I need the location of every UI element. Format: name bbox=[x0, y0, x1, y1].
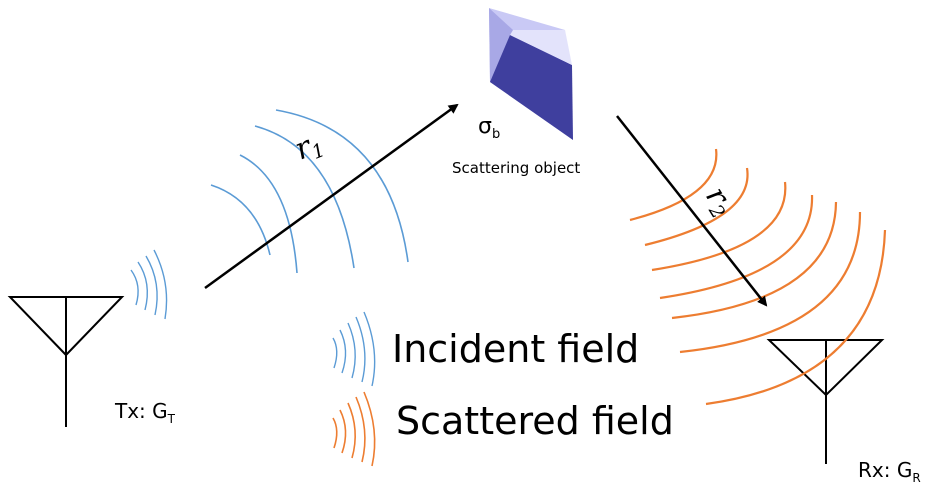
tx-label: Tx: GT bbox=[114, 399, 176, 426]
legend-incident-label: Incident field bbox=[392, 327, 639, 371]
scattering-object-label: Scattering object bbox=[452, 159, 580, 177]
sigma-label: σb bbox=[478, 114, 500, 142]
tx-small-waves bbox=[130, 249, 168, 320]
scattering-object-shape bbox=[489, 8, 573, 140]
rx-antenna-icon bbox=[766, 339, 885, 464]
r1-arrow bbox=[204, 103, 459, 290]
legend-incident-icon bbox=[332, 311, 376, 387]
legend-scattered-label: Scattered field bbox=[396, 399, 674, 443]
r1-label: r1 bbox=[290, 125, 328, 169]
r2-arrow bbox=[616, 115, 768, 307]
r2-label: r2 bbox=[697, 181, 742, 223]
rx-label: Rx: GR bbox=[858, 458, 921, 485]
incident-wave-arcs bbox=[210, 109, 409, 274]
scattered-wave-arcs bbox=[629, 148, 887, 406]
tx-antenna-icon bbox=[7, 296, 125, 427]
legend-scattered-icon bbox=[332, 391, 376, 467]
